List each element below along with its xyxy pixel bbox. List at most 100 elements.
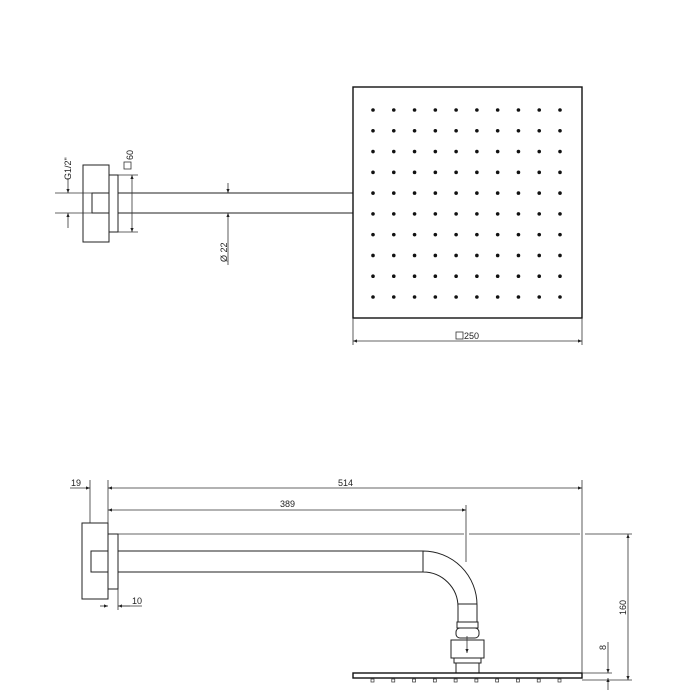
nozzle-dot xyxy=(391,274,396,279)
nozzle-dot xyxy=(371,170,375,175)
nozzle-tip xyxy=(516,678,520,683)
nozzle-dot xyxy=(391,108,396,112)
nozzle-dot xyxy=(495,191,500,195)
shower-arm xyxy=(118,550,478,622)
nozzle-dot xyxy=(495,170,500,175)
nozzle-dot xyxy=(558,170,562,175)
nozzle-tip xyxy=(432,678,437,683)
wall-section xyxy=(81,522,109,600)
nozzle-dot xyxy=(371,274,375,279)
nozzle-dot xyxy=(433,108,438,112)
flange-size-label: 60 xyxy=(125,150,135,160)
total-length-label: 514 xyxy=(338,478,353,488)
pipe-diameter-label: Ø 22 xyxy=(219,242,229,262)
nozzle-dot xyxy=(475,191,479,195)
nozzle-dot xyxy=(475,108,479,112)
nozzle-dot xyxy=(391,253,396,258)
thread-label: G1/2" xyxy=(63,157,73,180)
nozzle-tip xyxy=(557,678,562,683)
nozzle-tip xyxy=(370,678,375,683)
nozzle-dot xyxy=(475,253,479,258)
nozzle-dot xyxy=(433,253,438,258)
nozzle-dot xyxy=(516,295,521,299)
nozzle-dot xyxy=(495,295,500,299)
nozzle-dot xyxy=(495,232,500,237)
nozzle-dot xyxy=(433,128,438,133)
nozzle-dot xyxy=(537,170,542,175)
nozzle-dot xyxy=(558,253,562,258)
nozzle-dot xyxy=(412,232,417,237)
nozzle-dot xyxy=(537,253,542,258)
nozzle-dot xyxy=(454,191,458,195)
nozzle-dot xyxy=(391,232,396,237)
nozzle-dot xyxy=(371,295,375,299)
nozzle-tip xyxy=(495,678,500,683)
nozzle-dot xyxy=(558,108,562,112)
nozzle-dot xyxy=(516,191,521,195)
nozzle-dot xyxy=(516,108,521,112)
nozzle-dot xyxy=(495,253,500,258)
nozzle-dot xyxy=(454,253,458,258)
nozzle-dot xyxy=(454,274,458,279)
nozzle-dot xyxy=(454,232,458,237)
nozzle-dot xyxy=(537,232,542,237)
nozzle-dot xyxy=(391,191,396,195)
nozzle-dot xyxy=(558,149,562,154)
nozzle-dot xyxy=(371,128,375,133)
nozzle-dot xyxy=(371,108,375,112)
wall-socket xyxy=(90,550,109,573)
nozzle-dot xyxy=(433,170,438,175)
shower-head-plate xyxy=(352,672,583,679)
nozzle-dot xyxy=(454,128,458,133)
nozzle-dot xyxy=(371,232,375,237)
nozzle-dot xyxy=(371,191,375,195)
square-symbol-icon xyxy=(123,161,132,170)
nozzle-dot xyxy=(558,274,562,279)
shower-head-square xyxy=(352,86,583,319)
nozzle-dot xyxy=(433,212,438,216)
head-size-label: 250 xyxy=(464,331,479,341)
nozzle-dot xyxy=(495,274,500,279)
arm-length-label: 389 xyxy=(280,499,295,509)
wall-flange xyxy=(108,174,119,233)
nozzle-dot xyxy=(558,295,562,299)
nozzle-dot xyxy=(537,108,542,112)
nozzle-dot xyxy=(433,274,438,279)
nozzle-dot xyxy=(391,128,396,133)
nozzle-tip xyxy=(391,678,396,683)
nozzle-dot xyxy=(412,149,417,154)
nozzle-tip xyxy=(412,678,416,683)
nozzle-dot xyxy=(516,232,521,237)
nozzle-grid xyxy=(371,108,562,299)
wall-flange xyxy=(107,533,119,590)
nozzle-tip xyxy=(536,678,541,683)
nozzle-dot xyxy=(412,128,417,133)
nozzle-dot xyxy=(454,108,458,112)
nozzle-dot xyxy=(412,274,417,279)
ball-joint xyxy=(450,621,485,674)
nozzle-dot xyxy=(537,212,542,216)
nozzle-dot xyxy=(454,295,458,299)
nozzle-dot xyxy=(391,212,396,216)
nozzle-dot xyxy=(558,128,562,133)
nozzle-dot xyxy=(391,149,396,154)
nozzle-dot xyxy=(537,191,542,195)
nozzle-dot xyxy=(371,253,375,258)
nozzle-dot xyxy=(475,128,479,133)
side-nozzles xyxy=(370,678,562,683)
nozzle-dot xyxy=(495,149,500,154)
nozzle-dot xyxy=(391,170,396,175)
nozzle-dot xyxy=(391,295,396,299)
nozzle-dot xyxy=(412,253,417,258)
flange-thickness-label: 10 xyxy=(132,596,142,606)
nozzle-dot xyxy=(412,191,417,195)
square-symbol-icon xyxy=(455,331,464,340)
nozzle-dot xyxy=(516,253,521,258)
nozzle-dot xyxy=(495,128,500,133)
nozzle-dot xyxy=(475,149,479,154)
nozzle-dot xyxy=(454,170,458,175)
nozzle-dot xyxy=(433,149,438,154)
nozzle-dot xyxy=(412,108,417,112)
nozzle-dot xyxy=(558,212,562,216)
